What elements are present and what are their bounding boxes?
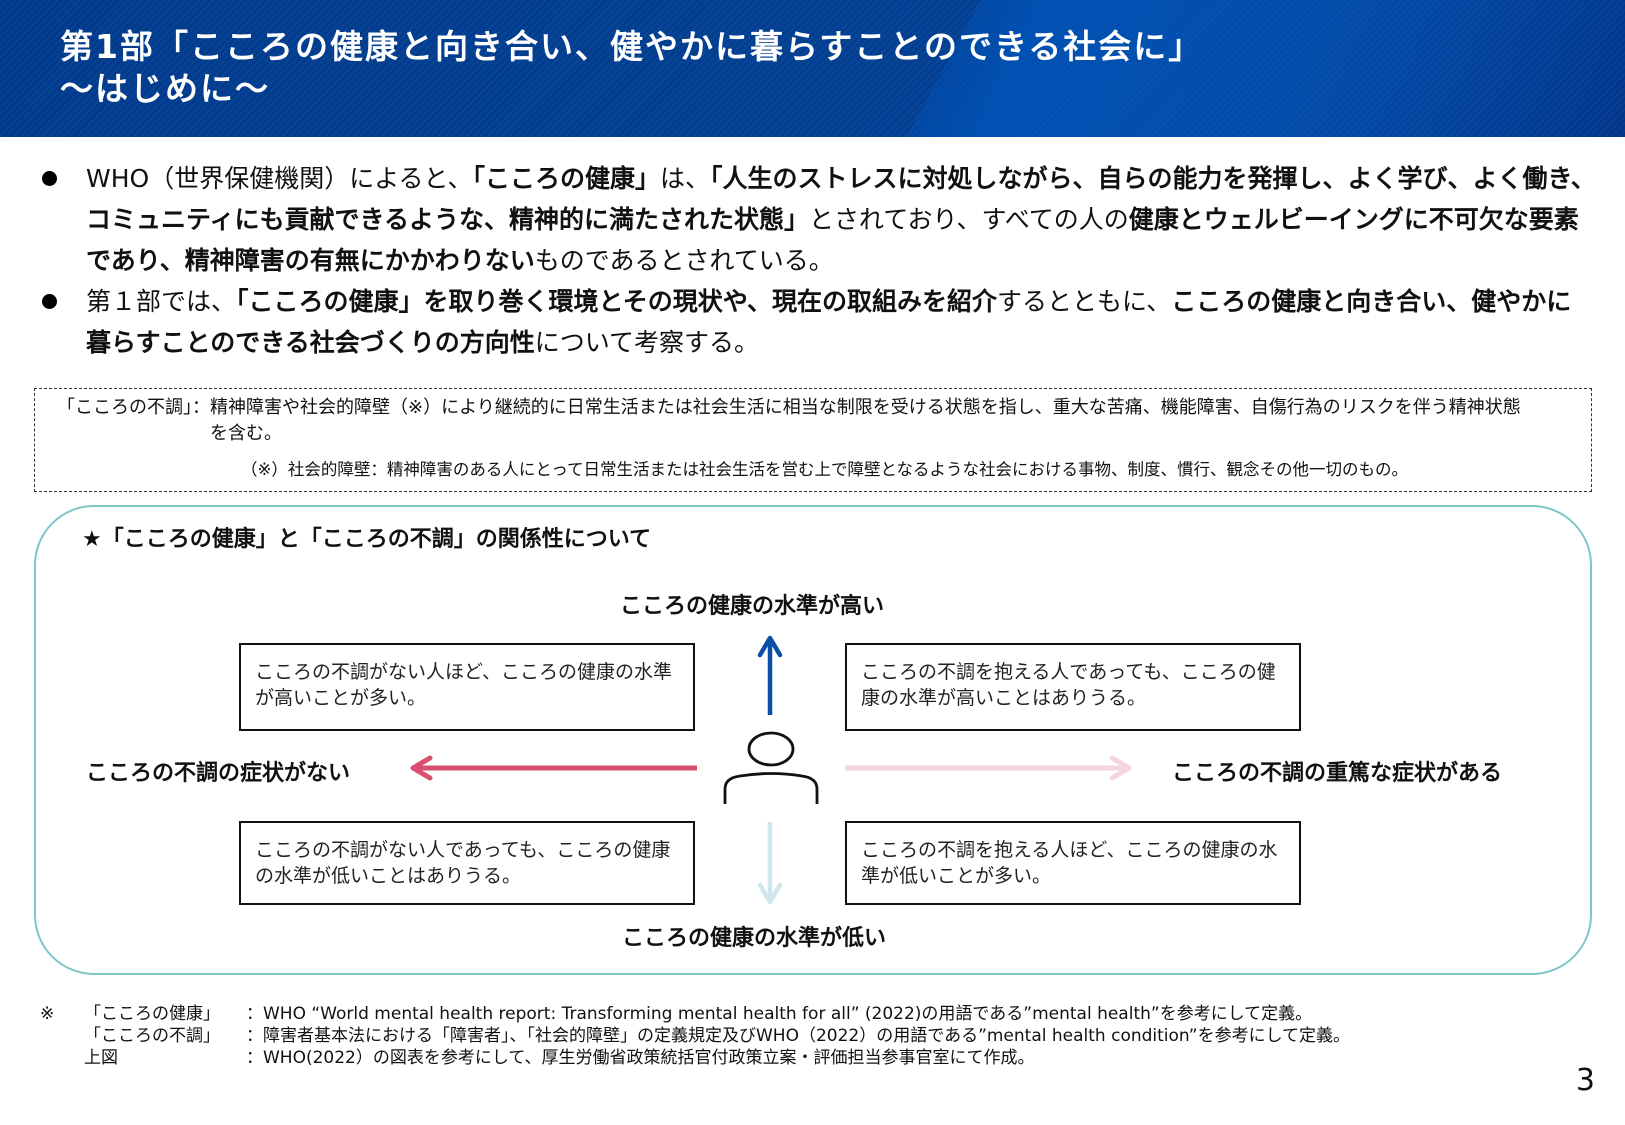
relation-panel — [34, 505, 1592, 975]
footnotes: ※ 「こころの健康」 ：WHO “World mental health rep… — [40, 1003, 1350, 1069]
bullet-text: 第１部では、 — [86, 287, 237, 316]
quadrant-bottom-right: こころの不調を抱える人ほど、こころの健康の水準が低いことが多い。 — [845, 821, 1301, 905]
header-banner: 第1部「こころの健康と向き合い、健やかに暮らすことのできる社会に」 ～はじめに～ — [0, 0, 1625, 137]
footnote-key: 「こころの健康」 — [84, 1004, 220, 1024]
axis-label-top: こころの健康の水準が高い — [620, 594, 885, 619]
footnote-key: 上図 — [84, 1048, 118, 1068]
footnote-value: ：障害者基本法における「障害者」、「社会的障壁」の定義規定及びWHO（2022）… — [246, 1026, 1351, 1046]
footnote-mark: ※ — [40, 1004, 55, 1024]
page-title-line1: 第1部「こころの健康と向き合い、健やかに暮らすことのできる社会に」 — [60, 27, 1204, 66]
axis-label-bottom: こころの健康の水準が低い — [622, 926, 887, 951]
definition-box: 「こころの不調」： 精神障害や社会的障壁（※）により継続的に日常生活または社会生… — [34, 388, 1592, 492]
bullet-text: は、 — [659, 164, 710, 193]
footnote-item: 「こころの健康」 ：WHO “World mental health repor… — [84, 1003, 1350, 1025]
bullet-dot-icon — [42, 171, 57, 186]
footnote-item: 上図 ：WHO(2022）の図表を参考にして、厚生労働省政策統括官付政策立案・評… — [84, 1047, 1350, 1069]
bullet-text-bold: 「人生のストレスに対処しながら、自らの能力を発揮し、よく学び、よく働き、コミュニ… — [86, 164, 1596, 234]
footnote-value: ：WHO “World mental health report: Transf… — [246, 1004, 1313, 1024]
page-title-line2: ～はじめに～ — [60, 69, 270, 108]
quadrant-top-right: こころの不調を抱える人であっても、こころの健康の水準が高いことはありうる。 — [845, 643, 1301, 731]
bullet-text: ものであるとされている。 — [534, 246, 834, 275]
footnote-value: ：WHO(2022）の図表を参考にして、厚生労働省政策統括官付政策立案・評価担当… — [246, 1048, 1035, 1068]
axis-label-right: こころの不調の重篤な症状がある — [1172, 761, 1503, 786]
bullet-part1-overview: 第１部では、「こころの健康」を取り巻く環境とその現状や、現在の取組みを紹介すると… — [36, 281, 1596, 363]
bullet-dot-icon — [42, 294, 57, 309]
bullet-text-bold: こころの健康と向き合い、健やかに暮らすことのできる社会づくりの方向性 — [86, 287, 1572, 357]
quadrant-bottom-left: こころの不調がない人であっても、こころの健康の水準が低いことはありうる。 — [239, 821, 695, 905]
bullet-text: について考察する。 — [534, 328, 760, 357]
relation-panel-title: ★「こころの健康」と「こころの不調」の関係性について — [82, 527, 652, 552]
bullet-text: するとともに、 — [997, 287, 1172, 316]
page-title: 第1部「こころの健康と向き合い、健やかに暮らすことのできる社会に」 ～はじめに～ — [60, 26, 1203, 110]
quadrant-top-left: こころの不調がない人ほど、こころの健康の水準が高いことが多い。 — [239, 643, 695, 731]
definition-note: （※）社会的障壁：精神障害のある人にとって日常生活または社会生活を営む上で障壁と… — [241, 460, 1409, 479]
footnote-key: 「こころの不調」 — [84, 1026, 220, 1046]
page-number: 3 — [1575, 1063, 1595, 1098]
definition-term: 「こころの不調」： — [57, 397, 210, 418]
intro-bullets: WHO（世界保健機関）によると、「こころの健康」は、「人生のストレスに対処しなが… — [36, 158, 1596, 363]
footnote-item: 「こころの不調」 ：障害者基本法における「障害者」、「社会的障壁」の定義規定及び… — [84, 1025, 1350, 1047]
axis-label-left: こころの不調の症状がない — [86, 761, 351, 786]
bullet-text: WHO（世界保健機関）によると、 — [86, 164, 473, 193]
bullet-text-bold: 「こころの健康」を取り巻く環境とその現状や、現在の取組みを紹介 — [236, 287, 998, 316]
definition-row: 「こころの不調」： 精神障害や社会的障壁（※）により継続的に日常生活または社会生… — [57, 395, 1530, 447]
bullet-text-bold: 「こころの健康」 — [472, 164, 660, 193]
definition-description: 精神障害や社会的障壁（※）により継続的に日常生活または社会生活に相当な制限を受け… — [210, 397, 1521, 444]
bullet-text-bold: 健康とウェルビーイングに不可欠な要素であり、精神障害の有無にかかわりない — [86, 205, 1579, 275]
bullet-text: とされており、すべての人の — [809, 205, 1129, 234]
bullet-who-definition: WHO（世界保健機関）によると、「こころの健康」は、「人生のストレスに対処しなが… — [36, 158, 1596, 281]
